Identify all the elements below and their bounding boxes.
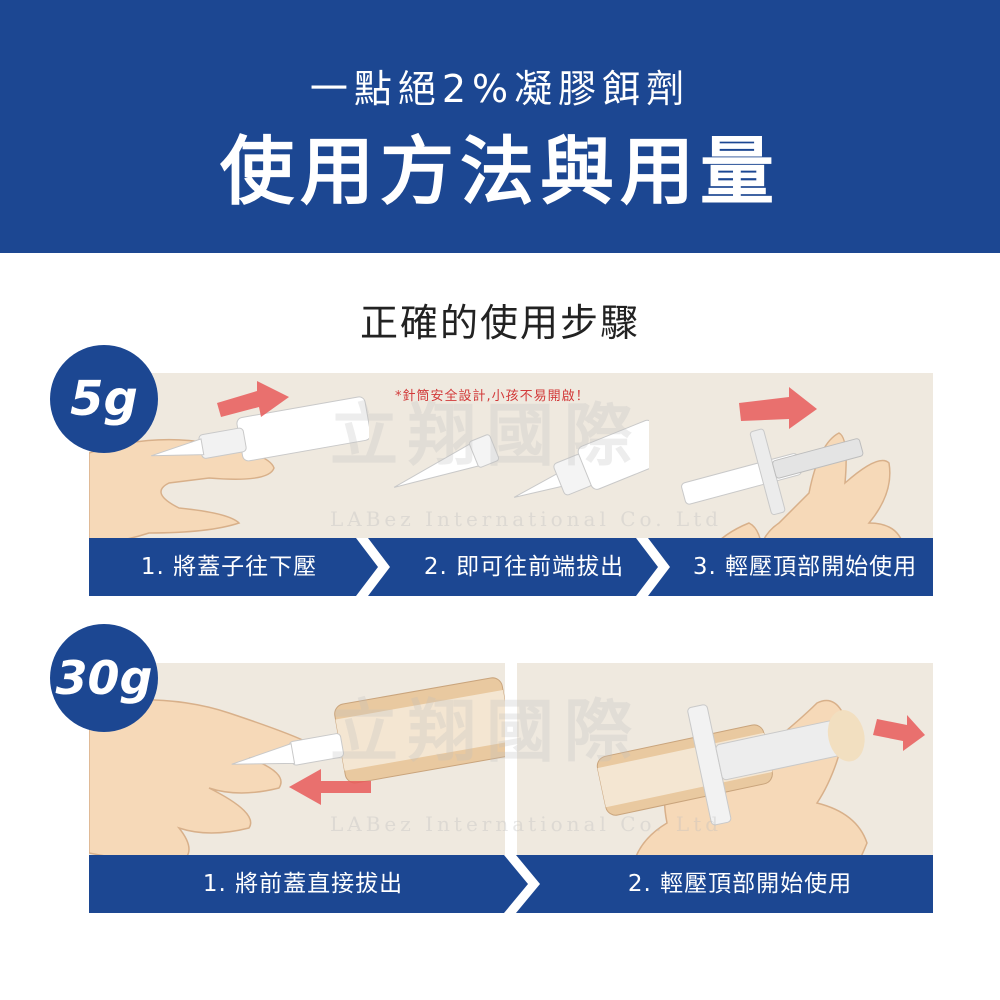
section-title: 正確的使用步驟 bbox=[359, 301, 640, 345]
chevron-right-icon bbox=[356, 538, 390, 596]
safety-note: *針筒安全設計,小孩不易開啟！ bbox=[395, 389, 590, 404]
step-label-5g-3: 3. 輕壓頂部開始使用 bbox=[649, 538, 933, 596]
size-badge-5g: 5g bbox=[50, 345, 158, 453]
header-banner: 一點絕2%凝膠餌劑 使用方法與用量 bbox=[0, 0, 1000, 253]
step-label-5g-1: 1. 將蓋子往下壓 bbox=[89, 538, 369, 596]
page-title: 使用方法與用量 bbox=[220, 129, 780, 215]
chevron-right-icon bbox=[504, 855, 540, 913]
step-label-30g-1: 1. 將前蓋直接拔出 bbox=[89, 855, 517, 913]
chevron-right-icon bbox=[636, 538, 670, 596]
size-badge-30g: 30g bbox=[50, 624, 158, 732]
step-label-5g-2: 2. 即可往前端拔出 bbox=[369, 538, 649, 596]
product-subtitle: 一點絕2%凝膠餌劑 bbox=[309, 67, 691, 111]
separated-cap-illustration bbox=[393, 419, 649, 498]
hand-cap-off-illustration bbox=[89, 677, 505, 864]
step-label-30g-2: 2. 輕壓頂部開始使用 bbox=[517, 855, 933, 913]
